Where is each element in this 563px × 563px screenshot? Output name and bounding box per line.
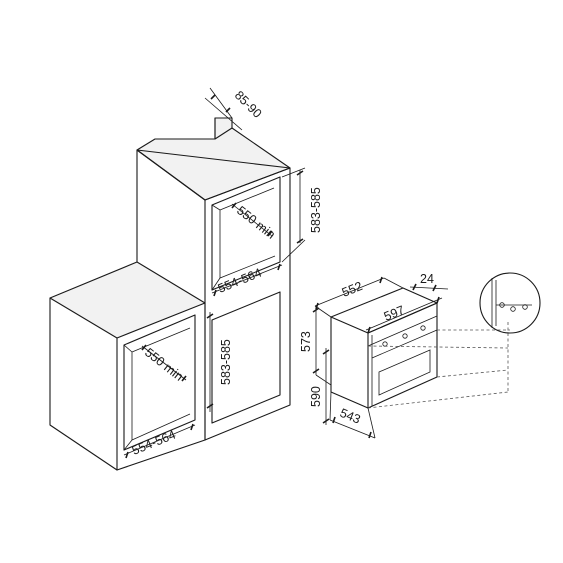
dim-label-body-height: 573	[299, 331, 313, 352]
dim-label-front-thickness: 24	[420, 272, 434, 286]
cabinet-dimension-lines	[123, 87, 306, 459]
detail-pin-icon	[522, 304, 528, 310]
detail-pin-icon	[510, 306, 516, 312]
oven-unit	[330, 287, 438, 409]
dim-label-upper-height: 583-585	[309, 187, 323, 233]
oven-dimension-lines	[312, 276, 510, 439]
oven-knob-icon	[402, 333, 408, 339]
dim-label-upper-depth: 550 min	[234, 203, 278, 241]
oven-knob-icon	[382, 341, 388, 347]
dim-label-lower-width: 554-564	[130, 428, 178, 458]
dim-label-front-height: 590	[309, 386, 323, 407]
oven-door-window	[378, 349, 431, 396]
dim-label-body-width: 543	[338, 406, 363, 427]
dim-label-oven-depth: 552	[340, 279, 365, 300]
upper-oven-opening	[211, 176, 281, 291]
detail-pin-icon	[499, 302, 505, 308]
dim-label-lower-depth: 550 min	[142, 345, 186, 383]
base-cabinet	[49, 261, 206, 471]
dim-label-top-niche-depth: 85-90	[232, 88, 265, 121]
lower-oven-opening	[123, 314, 196, 451]
dim-label-lower-height: 583-585	[219, 339, 233, 385]
dim-label-front-width: 597	[382, 303, 407, 324]
oven-knob-icon	[420, 325, 426, 331]
detail-magnifier	[479, 272, 541, 334]
